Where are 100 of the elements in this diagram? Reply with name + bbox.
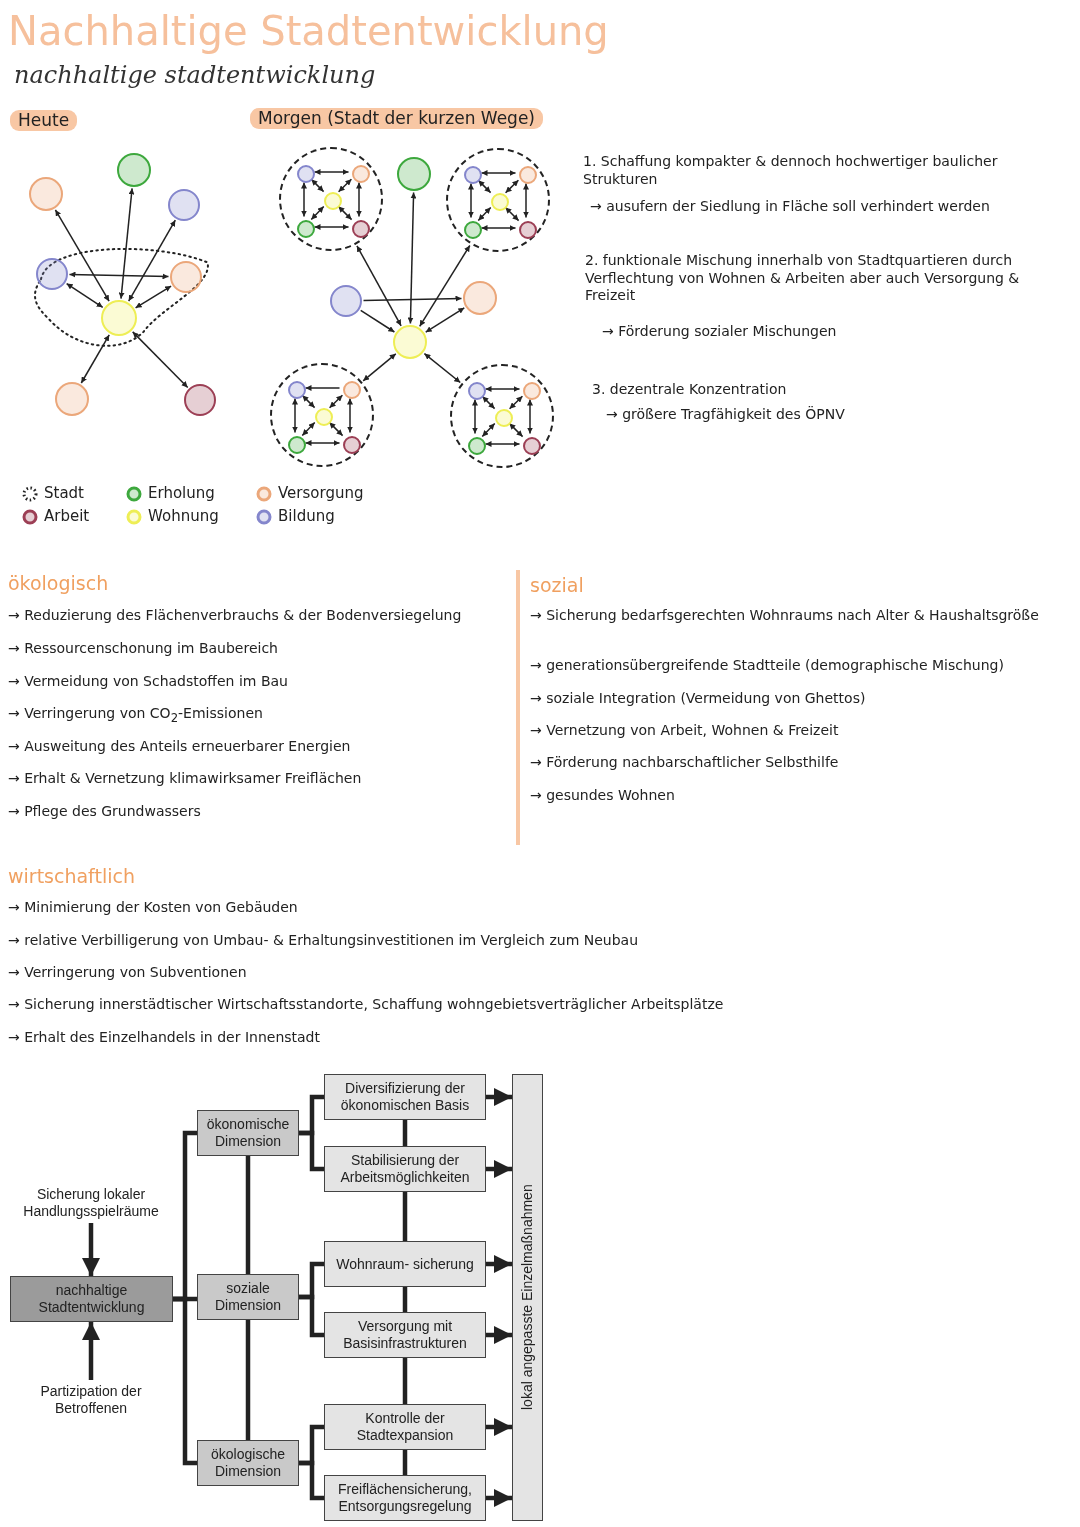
- arrow: [486, 1418, 512, 1436]
- heading: ökologisch: [8, 572, 110, 596]
- arrow: [362, 295, 463, 302]
- circle-node: [330, 285, 362, 317]
- note-text: → soziale Integration (Vermeidung von Ghettos): [530, 690, 867, 708]
- process-box: Kontrolle der Stadtexpansion: [324, 1404, 486, 1450]
- legend-label: Bildung: [278, 507, 335, 525]
- process-box: ökologische Dimension: [197, 1440, 299, 1486]
- arrow: [504, 206, 520, 222]
- measures-bar: lokal angepasste Einzelmaßnahmen: [512, 1074, 543, 1521]
- note-text: 3. dezentrale Konzentration: [592, 381, 788, 399]
- note-text: 1. Schaffung kompakter & dennoch hochwertiger baulicher Strukturen: [583, 153, 999, 188]
- arrow: [481, 395, 496, 410]
- circle-node: [288, 381, 306, 399]
- district-boundary: [279, 147, 383, 251]
- circle-node: [468, 382, 486, 400]
- note-text: → Sicherung innerstädtischer Wirtschaftsstandorte, Schaffung wohngebietsverträglicher Arbeitsplätze: [8, 996, 725, 1014]
- circle-node: [523, 382, 541, 400]
- circle-node: [519, 166, 537, 184]
- arrow: [504, 179, 520, 194]
- note-text: → Vernetzung von Arbeit, Wohnen & Freizeit: [530, 722, 840, 740]
- legend-label: Erholung: [148, 484, 215, 502]
- heading: wirtschaftlich: [8, 865, 136, 889]
- heading: Heute: [10, 110, 78, 132]
- circle-node: [464, 166, 482, 184]
- legend-label: Wohnung: [148, 507, 219, 525]
- circle-node: [468, 437, 486, 455]
- district-boundary: [446, 148, 550, 252]
- connector-line: [299, 1294, 324, 1338]
- arrow: [508, 395, 524, 410]
- note-text: → Verringerung von Subventionen: [8, 964, 248, 982]
- arrow: [118, 187, 135, 300]
- arrow: [486, 1160, 512, 1178]
- arrow: [481, 422, 496, 438]
- circle-node: [463, 281, 497, 315]
- circle-node: [117, 153, 151, 187]
- legend-label: Stadt: [44, 484, 84, 502]
- connector-line: [402, 1120, 408, 1146]
- arrow: [484, 441, 521, 447]
- circle-node: [184, 384, 216, 416]
- circle-node: [352, 220, 370, 238]
- arrow: [486, 1489, 512, 1507]
- note-text: → gesundes Wohnen: [530, 787, 676, 805]
- note-text: → Reduzierung des Flächenverbrauchs & der Bodenversiegelung: [8, 607, 463, 625]
- arrow: [359, 309, 396, 333]
- process-box: nachhaltige Stadtentwicklung: [10, 1276, 173, 1322]
- arrow: [337, 178, 353, 193]
- circle-node: [29, 177, 63, 211]
- note-text: → Ressourcenschonung im Baubereich: [8, 640, 279, 658]
- circle-node: [523, 437, 541, 455]
- arrow: [480, 225, 517, 231]
- arrow: [477, 206, 492, 222]
- arrow: [131, 331, 189, 389]
- arrow: [328, 394, 344, 409]
- circle-node: [324, 192, 342, 210]
- arrow: [301, 181, 307, 218]
- connector-line: [173, 1296, 197, 1466]
- circle-node: [343, 381, 361, 399]
- arrow: [292, 397, 298, 434]
- heading: sozial: [530, 574, 585, 598]
- circle-node: [343, 436, 361, 454]
- arrow: [418, 244, 471, 328]
- process-box: Freiflächensicherung, Entsorgungsregelung: [324, 1475, 486, 1521]
- arrow: [82, 1223, 100, 1276]
- arrow: [127, 219, 177, 302]
- connector-line: [402, 1450, 408, 1475]
- arrow: [304, 440, 341, 446]
- arrow: [134, 285, 172, 309]
- circle-node: [352, 165, 370, 183]
- district-boundary: [270, 363, 374, 467]
- connector-line: [402, 1287, 408, 1312]
- process-box: Diversifizierung der ökonomischen Basis: [324, 1074, 486, 1120]
- connector-line: [402, 1358, 408, 1404]
- circle-node: [288, 436, 306, 454]
- note-text: → Sicherung bedarfsgerechten Wohnraums nach Alter & Haushaltsgröße: [530, 607, 1040, 625]
- arrow: [313, 224, 350, 230]
- circle-node: [315, 408, 333, 426]
- circle-node: [168, 189, 200, 221]
- connector-line: [245, 1156, 251, 1274]
- note-text: → Erhalt & Vernetzung klimawirksamer Freiflächen: [8, 770, 363, 788]
- note-text: → größere Tragfähigkeit des ÖPNV: [606, 406, 846, 424]
- arrow: [301, 394, 316, 409]
- circle-node: [297, 220, 315, 238]
- note-text: → ausufern der Siedlung in Fläche soll verhindert werden: [590, 198, 991, 216]
- arrow: [65, 282, 104, 309]
- circle-node: [55, 382, 89, 416]
- arrow: [304, 385, 341, 391]
- process-box: Wohnraum- sicherung: [324, 1241, 486, 1287]
- note-text: → Erhalt des Einzelhandels in der Innenstadt: [8, 1029, 321, 1047]
- arrow: [80, 334, 110, 384]
- note-text: → Minimierung der Kosten von Gebäuden: [8, 899, 299, 917]
- legend-label: Arbeit: [44, 507, 90, 525]
- arrow: [480, 170, 517, 176]
- circle-node: [170, 261, 202, 293]
- circle-node: [36, 258, 68, 290]
- arrow: [301, 421, 316, 437]
- circle-node: [397, 157, 431, 191]
- arrow: [337, 205, 353, 221]
- arrow: [54, 209, 110, 302]
- arrow: [310, 205, 325, 221]
